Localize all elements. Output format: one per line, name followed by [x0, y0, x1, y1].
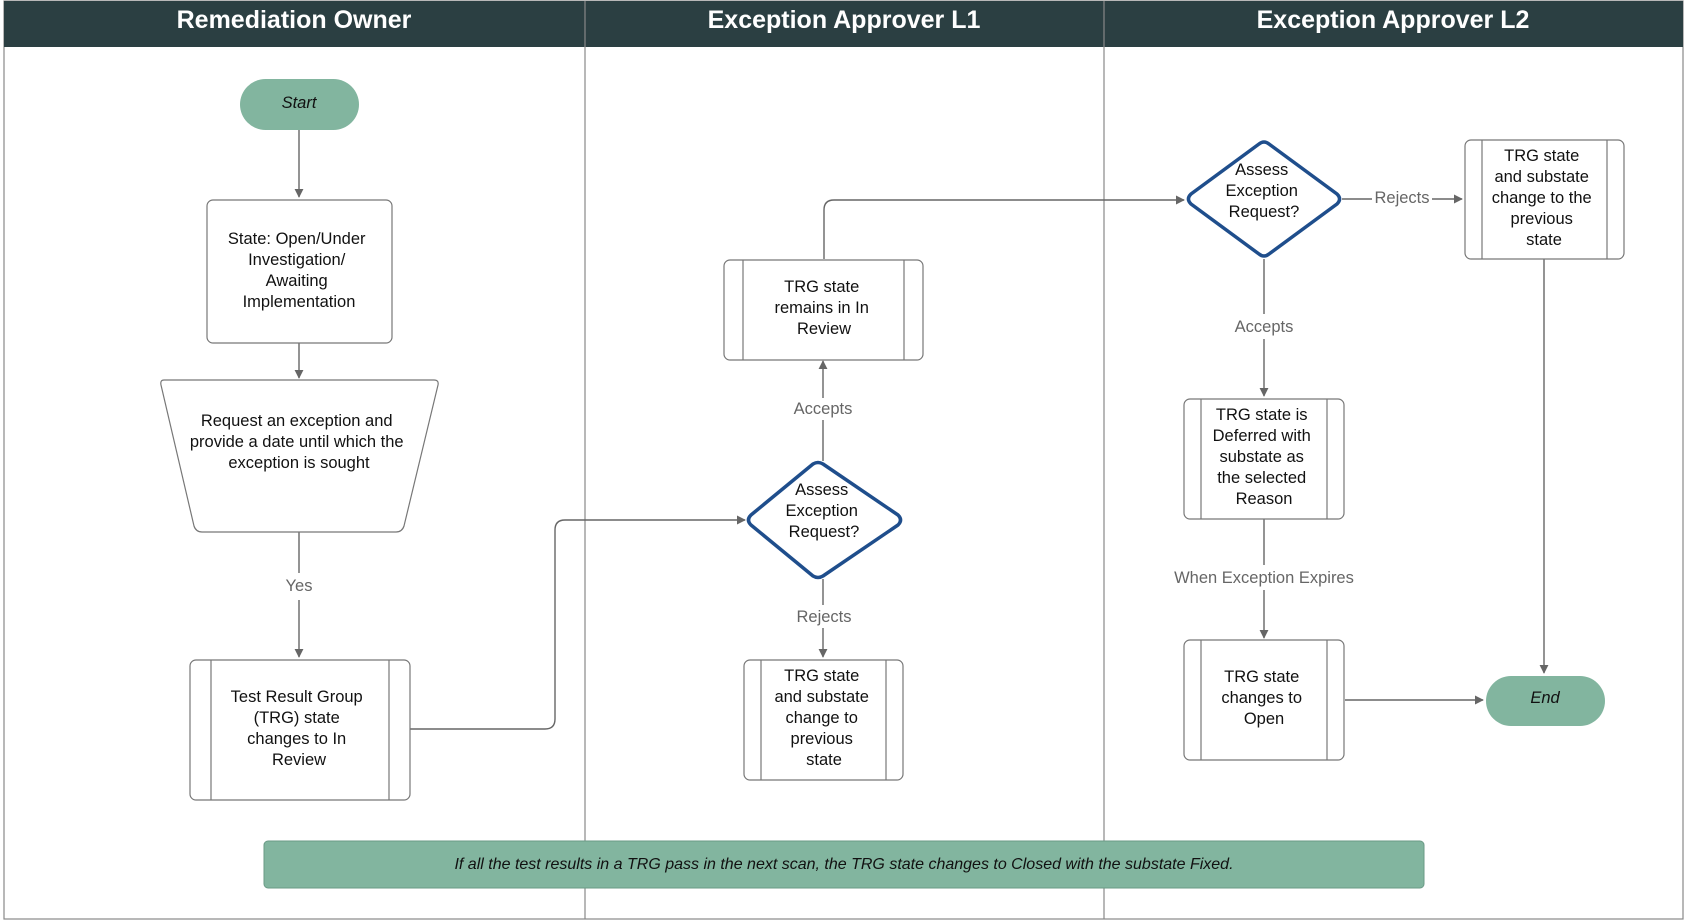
request-exception-manual-operation [160, 379, 439, 533]
edge-label-when-expires: When Exception Expires [1174, 569, 1354, 587]
remains-in-review-subprocess-box [723, 259, 924, 361]
assess-l2-label: Assess Exception Request? [1225, 161, 1302, 221]
edge-label-l2-accepts: Accepts [1235, 318, 1294, 336]
trg-in-review-label: Test Result Group (TRG) state changes to… [231, 688, 368, 769]
l2-reject-result-label: TRG state and substate change to the pre… [1492, 147, 1597, 249]
request-exception-label: Request an exception and provide a date … [190, 412, 408, 472]
l2-reject-result-subprocess-box [1464, 139, 1625, 260]
end-label: End [1530, 689, 1560, 707]
assess-l2-decision [1186, 140, 1342, 258]
assess-l1-label: Assess Exception Request? [785, 481, 862, 541]
changes-to-open-subprocess-box [1183, 639, 1345, 761]
trg-in-review-subprocess-box [189, 659, 411, 801]
l1-reject-result-label: TRG state and substate change to previou… [774, 667, 873, 769]
l1-reject-result-subprocess-box [743, 659, 904, 781]
edge-label-l1-accepts: Accepts [794, 400, 853, 418]
state-open-process-box [206, 199, 393, 344]
assess-l1-decision [746, 460, 903, 580]
end-terminal [1486, 676, 1605, 726]
deferred-subprocess-box [1183, 398, 1345, 520]
start-terminal [240, 79, 359, 130]
lane-title-remediation-owner: Remediation Owner [177, 6, 412, 34]
footnote-banner [263, 840, 1425, 889]
edge-label-l2-rejects: Rejects [1374, 189, 1429, 207]
lane-header-bar [4, 1, 1683, 47]
edge-trg-to-assess-l1 [410, 515, 746, 730]
start-label: Start [282, 94, 318, 112]
edge-label-l1-rejects: Rejects [796, 608, 851, 626]
footnote-text: If all the test results in a TRG pass in… [454, 856, 1233, 873]
edge-label-yes: Yes [286, 577, 313, 595]
edge-remains-to-assess-l2 [823, 195, 1185, 259]
lane-title-approver-l1: Exception Approver L1 [708, 6, 981, 34]
remains-in-review-label: TRG state remains in In Review [774, 278, 873, 338]
deferred-label: TRG state is Deferred with substate as t… [1213, 406, 1316, 508]
changes-to-open-label: TRG state changes to Open [1221, 668, 1306, 728]
edges [294, 130, 1549, 730]
lane-title-approver-l2: Exception Approver L2 [1257, 6, 1530, 34]
state-open-label: State: Open/Under Investigation/ Awaitin… [228, 230, 370, 311]
